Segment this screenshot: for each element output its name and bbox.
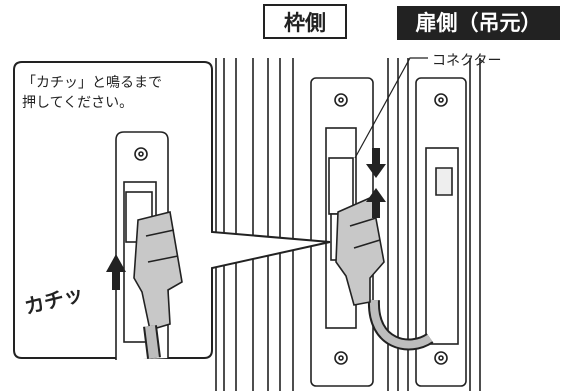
connector-label: コネクター — [432, 53, 502, 69]
zoomed-push-arrow — [106, 254, 126, 290]
frame-lines — [215, 58, 481, 391]
instruction-line-2: 押してください。 — [22, 95, 134, 111]
door-side-plate — [415, 77, 467, 387]
door-side-label: 扉側（吊元） — [397, 6, 560, 40]
push-arrows — [366, 148, 386, 218]
connector-leader-line — [354, 57, 428, 159]
zoomed-connector — [125, 191, 183, 359]
zoom-callout — [13, 61, 331, 359]
frame-side-label: 枠側 — [263, 4, 347, 39]
instruction-line-1: 「カチッ」と鳴るまで — [22, 75, 162, 91]
connector-main — [328, 157, 385, 306]
